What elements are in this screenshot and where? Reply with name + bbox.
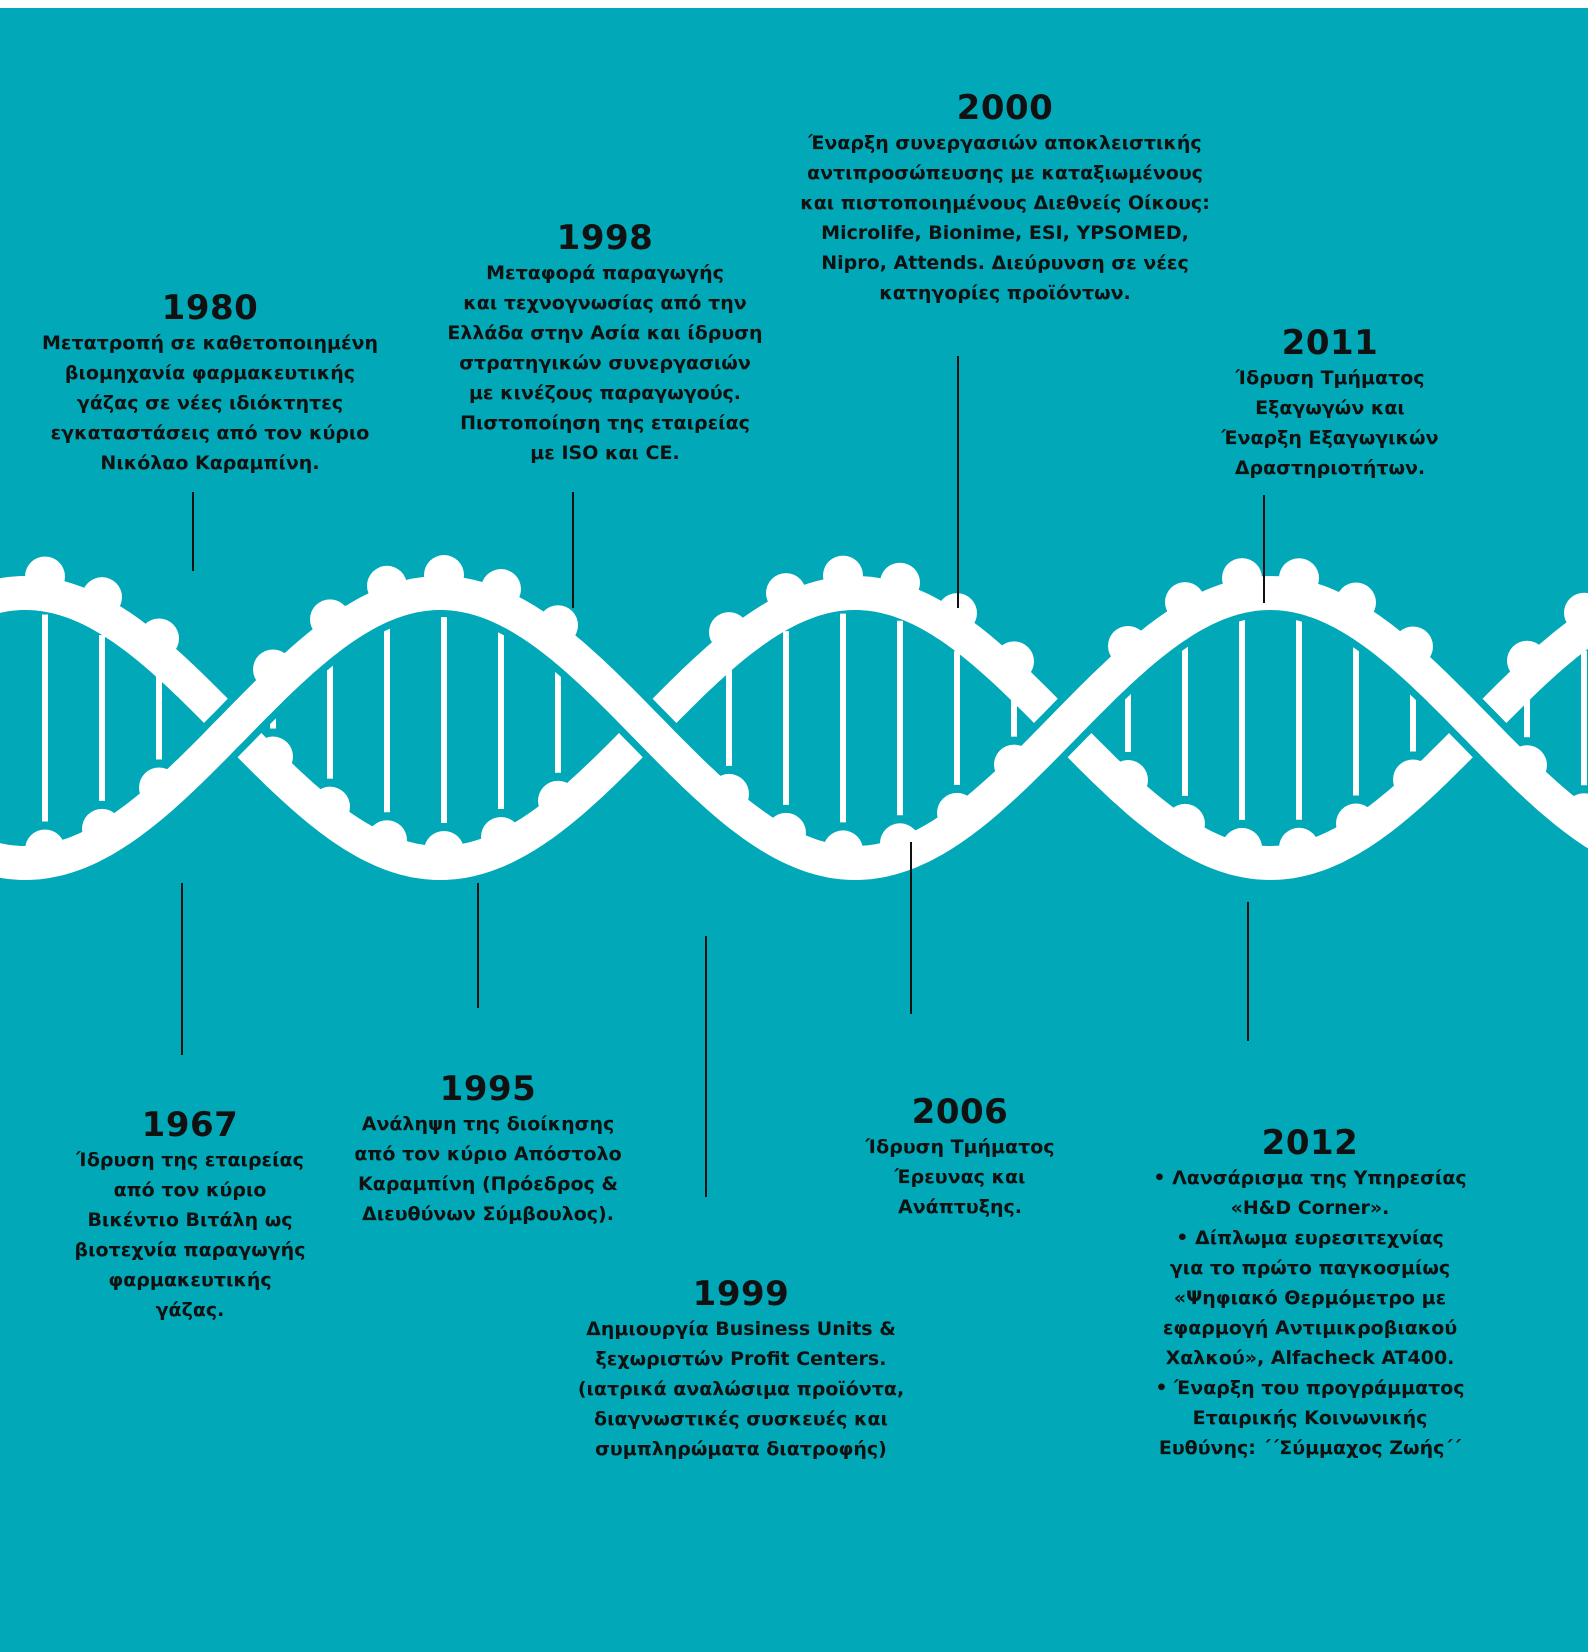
helix-node: [766, 812, 806, 853]
helix-node: [709, 612, 749, 653]
event-1999: 1999 Δημιουργία Business Units & ξεχωρισ…: [571, 1274, 911, 1464]
helix-node: [367, 820, 407, 861]
event-year: 2006: [911, 1092, 1009, 1132]
helix-node: [1336, 803, 1376, 844]
helix-node: [1222, 827, 1262, 868]
helix-node: [1564, 592, 1588, 633]
helix-node: [1165, 582, 1205, 623]
event-year: 1995: [439, 1069, 537, 1109]
helix-node: [823, 830, 863, 871]
event-2011: 2011 Ίδρυση Τμήματος Εξαγωγών και Έναρξη…: [1195, 323, 1465, 483]
helix-node: [994, 641, 1034, 682]
helix-node: [1165, 803, 1205, 844]
helix-rungs: [42, 613, 1587, 823]
helix-node: [139, 767, 179, 808]
event-description: Μεταφορά παραγωγής και τεχνογνωσίας από …: [447, 262, 763, 464]
helix-node: [823, 555, 863, 596]
helix-node: [367, 565, 407, 606]
event-1995: 1995 Ανάληψη της διοίκησης από τον κύριο…: [343, 1069, 633, 1229]
helix-node: [766, 573, 806, 614]
timeline-infographic: 1967 Ίδρυση της εταιρείας από τον κύριο …: [0, 8, 1588, 1652]
event-year: 2011: [1281, 323, 1379, 363]
helix-node: [310, 599, 350, 640]
helix-node: [253, 736, 293, 777]
event-description: Μετατροπή σε καθετοποιημένη βιομηχανία φ…: [42, 332, 378, 474]
helix-node: [82, 577, 122, 618]
event-2012: 2012 • Λανσάρισμα της Υπηρεσίας «H&D Cor…: [1140, 1123, 1480, 1463]
event-description: Έναρξη συνεργασιών αποκλειστικής αντιπρο…: [800, 132, 1210, 304]
helix-node: [937, 593, 977, 634]
helix-node: [937, 792, 977, 833]
helix-node: [1393, 759, 1433, 800]
event-description: • Λανσάρισμα της Υπηρεσίας «H&D Corner».…: [1153, 1167, 1467, 1459]
helix-node: [1564, 793, 1588, 834]
event-description: Δημιουργία Business Units & ξεχωριστών P…: [577, 1318, 905, 1460]
event-year: 1998: [556, 218, 654, 258]
event-year: 1999: [692, 1274, 790, 1314]
event-description: Ίδρυση Τμήματος Έρευνας και Ανάπτυξης.: [865, 1136, 1055, 1218]
helix-node: [538, 780, 578, 821]
helix-node: [1336, 582, 1376, 623]
helix-node: [424, 555, 464, 596]
helix-dots: [25, 555, 1588, 871]
helix-node: [1108, 760, 1148, 801]
helix-node: [424, 830, 464, 871]
helix-node: [253, 649, 293, 690]
event-1967: 1967 Ίδρυση της εταιρείας από τον κύριο …: [50, 1105, 330, 1325]
helix-node: [25, 556, 65, 597]
helix-node: [310, 786, 350, 827]
event-description: Ίδρυση Τμήματος Εξαγωγών και Έναρξη Εξαγ…: [1221, 367, 1439, 479]
event-year: 1980: [161, 288, 259, 328]
helix-node: [1222, 558, 1262, 599]
helix-node: [880, 562, 920, 603]
event-2000: 2000 Έναρξη συνεργασιών αποκλειστικής αν…: [780, 88, 1230, 308]
helix-node: [880, 823, 920, 864]
event-2006: 2006 Ίδρυση Τμήματος Έρευνας και Ανάπτυξ…: [840, 1092, 1080, 1222]
helix-node: [481, 569, 521, 610]
event-year: 1967: [141, 1105, 239, 1145]
timeline-connectors: [181, 356, 1265, 1197]
event-1998: 1998 Μεταφορά παραγωγής και τεχνογνωσίας…: [430, 218, 780, 468]
helix-node: [1507, 640, 1547, 681]
helix-node: [82, 808, 122, 849]
helix-node: [994, 744, 1034, 785]
event-description: Ανάληψη της διοίκησης από τον κύριο Απόσ…: [354, 1113, 622, 1225]
helix-node: [139, 618, 179, 659]
helix-node: [1279, 558, 1319, 599]
helix-node: [1279, 827, 1319, 868]
helix-node: [1108, 625, 1148, 666]
helix-node: [1393, 626, 1433, 667]
event-1980: 1980 Μετατροπή σε καθετοποιημένη βιομηχα…: [30, 288, 390, 478]
dna-helix: [0, 356, 1588, 1197]
helix-node: [709, 773, 749, 814]
event-year: 2000: [956, 88, 1054, 128]
helix-node: [25, 829, 65, 870]
helix-node: [1507, 745, 1547, 786]
helix-node: [481, 816, 521, 857]
event-year: 2012: [1261, 1123, 1359, 1163]
event-description: Ίδρυση της εταιρείας από τον κύριο Βικέν…: [74, 1149, 306, 1321]
helix-node: [538, 605, 578, 646]
